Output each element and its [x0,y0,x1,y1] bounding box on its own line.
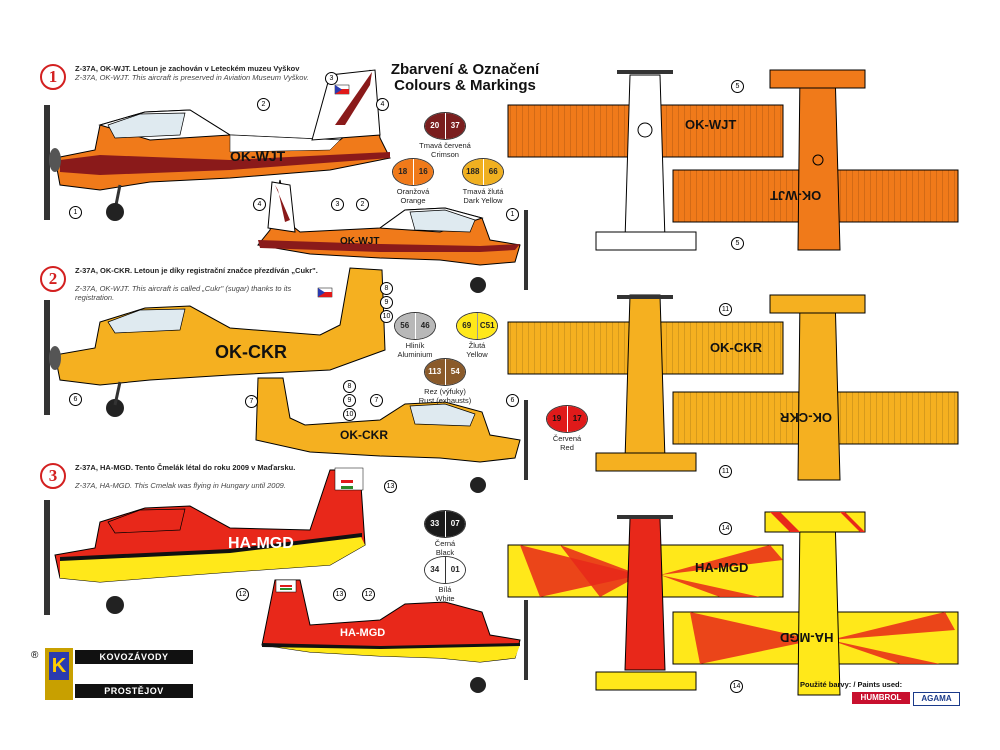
callout-6: 6 [69,393,82,406]
callout-2: 2 [257,98,270,111]
reg-s1-small: OK-WJT [340,236,380,247]
callout-1: 1 [506,208,519,221]
logo-line-1: KOVOZÁVODY [75,650,193,664]
title-english: Colours & Markings [394,77,536,94]
reg-s2-top: OK-CKR [710,340,762,355]
title-czech: Zbarvení & Označení [390,61,540,78]
scheme-3-en: Z-37A, HA-MGD. This Cmelak was flying in… [75,481,286,490]
callout-7: 7 [370,394,383,407]
callout-5: 5 [731,80,744,93]
callout-13: 13 [333,588,346,601]
scheme-1-bottom-view [672,69,959,251]
logo-k-block: K [45,648,73,700]
callout-4: 4 [253,198,266,211]
reg-s1-top: OK-WJT [685,117,737,132]
callout-4: 4 [376,98,389,111]
scheme-2-caption: Z-37A, OK-CKR. Letoun je díky registračn… [75,266,320,302]
callout-13: 13 [384,480,397,493]
callout-11: 11 [719,465,732,478]
scheme-3-cz: Z-37A, HA-MGD. Tento Čmelák létal do rok… [75,463,296,472]
reg-s3-top: HA-MGD [695,560,749,575]
scheme-3-top-view [507,515,784,691]
scheme-1-caption: Z-37A, OK-WJT. Letoun je zachován v Lete… [75,64,395,82]
callout-9: 9 [343,394,356,407]
reg-s1-bottom: OK-WJT [770,188,822,203]
brand-agama: AGAMA [913,692,960,706]
scheme-2-cz: Z-37A, OK-CKR. Letoun je díky registračn… [75,266,318,275]
logo-k-letter: K [49,652,69,680]
scheme-3-bottom-view [672,511,959,696]
callout-3: 3 [325,72,338,85]
callout-12: 12 [362,588,375,601]
callout-8: 8 [343,380,356,393]
scheme-number-2: 2 [40,266,66,292]
callout-5: 5 [731,237,744,250]
callout-9: 9 [380,296,393,309]
scheme-2-bottom-view [672,294,959,481]
callout-7: 7 [245,395,258,408]
logo-line-2: PROSTĚJOV [75,684,193,698]
callout-10: 10 [380,310,393,323]
reg-s3-small: HA-MGD [340,627,386,639]
callout-6: 6 [506,394,519,407]
callout-14: 14 [719,522,732,535]
scheme-3-side-large [44,467,366,615]
scheme-3-side-small [261,579,528,693]
reg-s1-large: OK-WJT [230,148,286,164]
brand-humbrol: HUMBROL [852,692,910,704]
callout-3: 3 [331,198,344,211]
callout-14: 14 [730,680,743,693]
scheme-1-side-small [257,179,528,293]
callout-11: 11 [719,303,732,316]
scheme-1-top-view [507,70,784,251]
scheme-1-side-large [44,69,391,221]
reg-s3-large: HA-MGD [228,535,294,552]
scheme-2-top-view [507,294,784,472]
scheme-1-cz: Z-37A, OK-WJT. Letoun je zachován v Lete… [75,64,300,73]
callout-2: 2 [356,198,369,211]
paints-used-label: Použité barvy: / Paints used: [800,680,903,689]
callout-8: 8 [380,282,393,295]
scheme-number-3: 3 [40,463,66,489]
scheme-number-1: 1 [40,64,66,90]
page-title: Zbarvení & Označení Colours & Markings [375,62,555,94]
reg-s2-small: OK-CKR [340,428,388,442]
callout-12: 12 [236,588,249,601]
scheme-1-en: Z-37A, OK-WJT. This aircraft is preserve… [75,73,309,82]
scheme-2-en: Z-37A, OK-WJT. This aircraft is called „… [75,284,292,302]
reg-s2-large: OK-CKR [215,342,287,362]
callout-1: 1 [69,206,82,219]
reg-s3-bottom: HA-MGD [780,630,834,645]
scheme-3-caption: Z-37A, HA-MGD. Tento Čmelák létal do rok… [75,463,395,490]
scheme-2-side-small [255,377,528,493]
reg-s2-bottom: OK-CKR [780,410,832,425]
scheme-2-side-large [44,267,386,417]
manufacturer-logo: ® K KOVOZÁVODY PROSTĚJOV [31,648,195,700]
registered-mark: ® [31,650,39,661]
callout-10: 10 [343,408,356,421]
